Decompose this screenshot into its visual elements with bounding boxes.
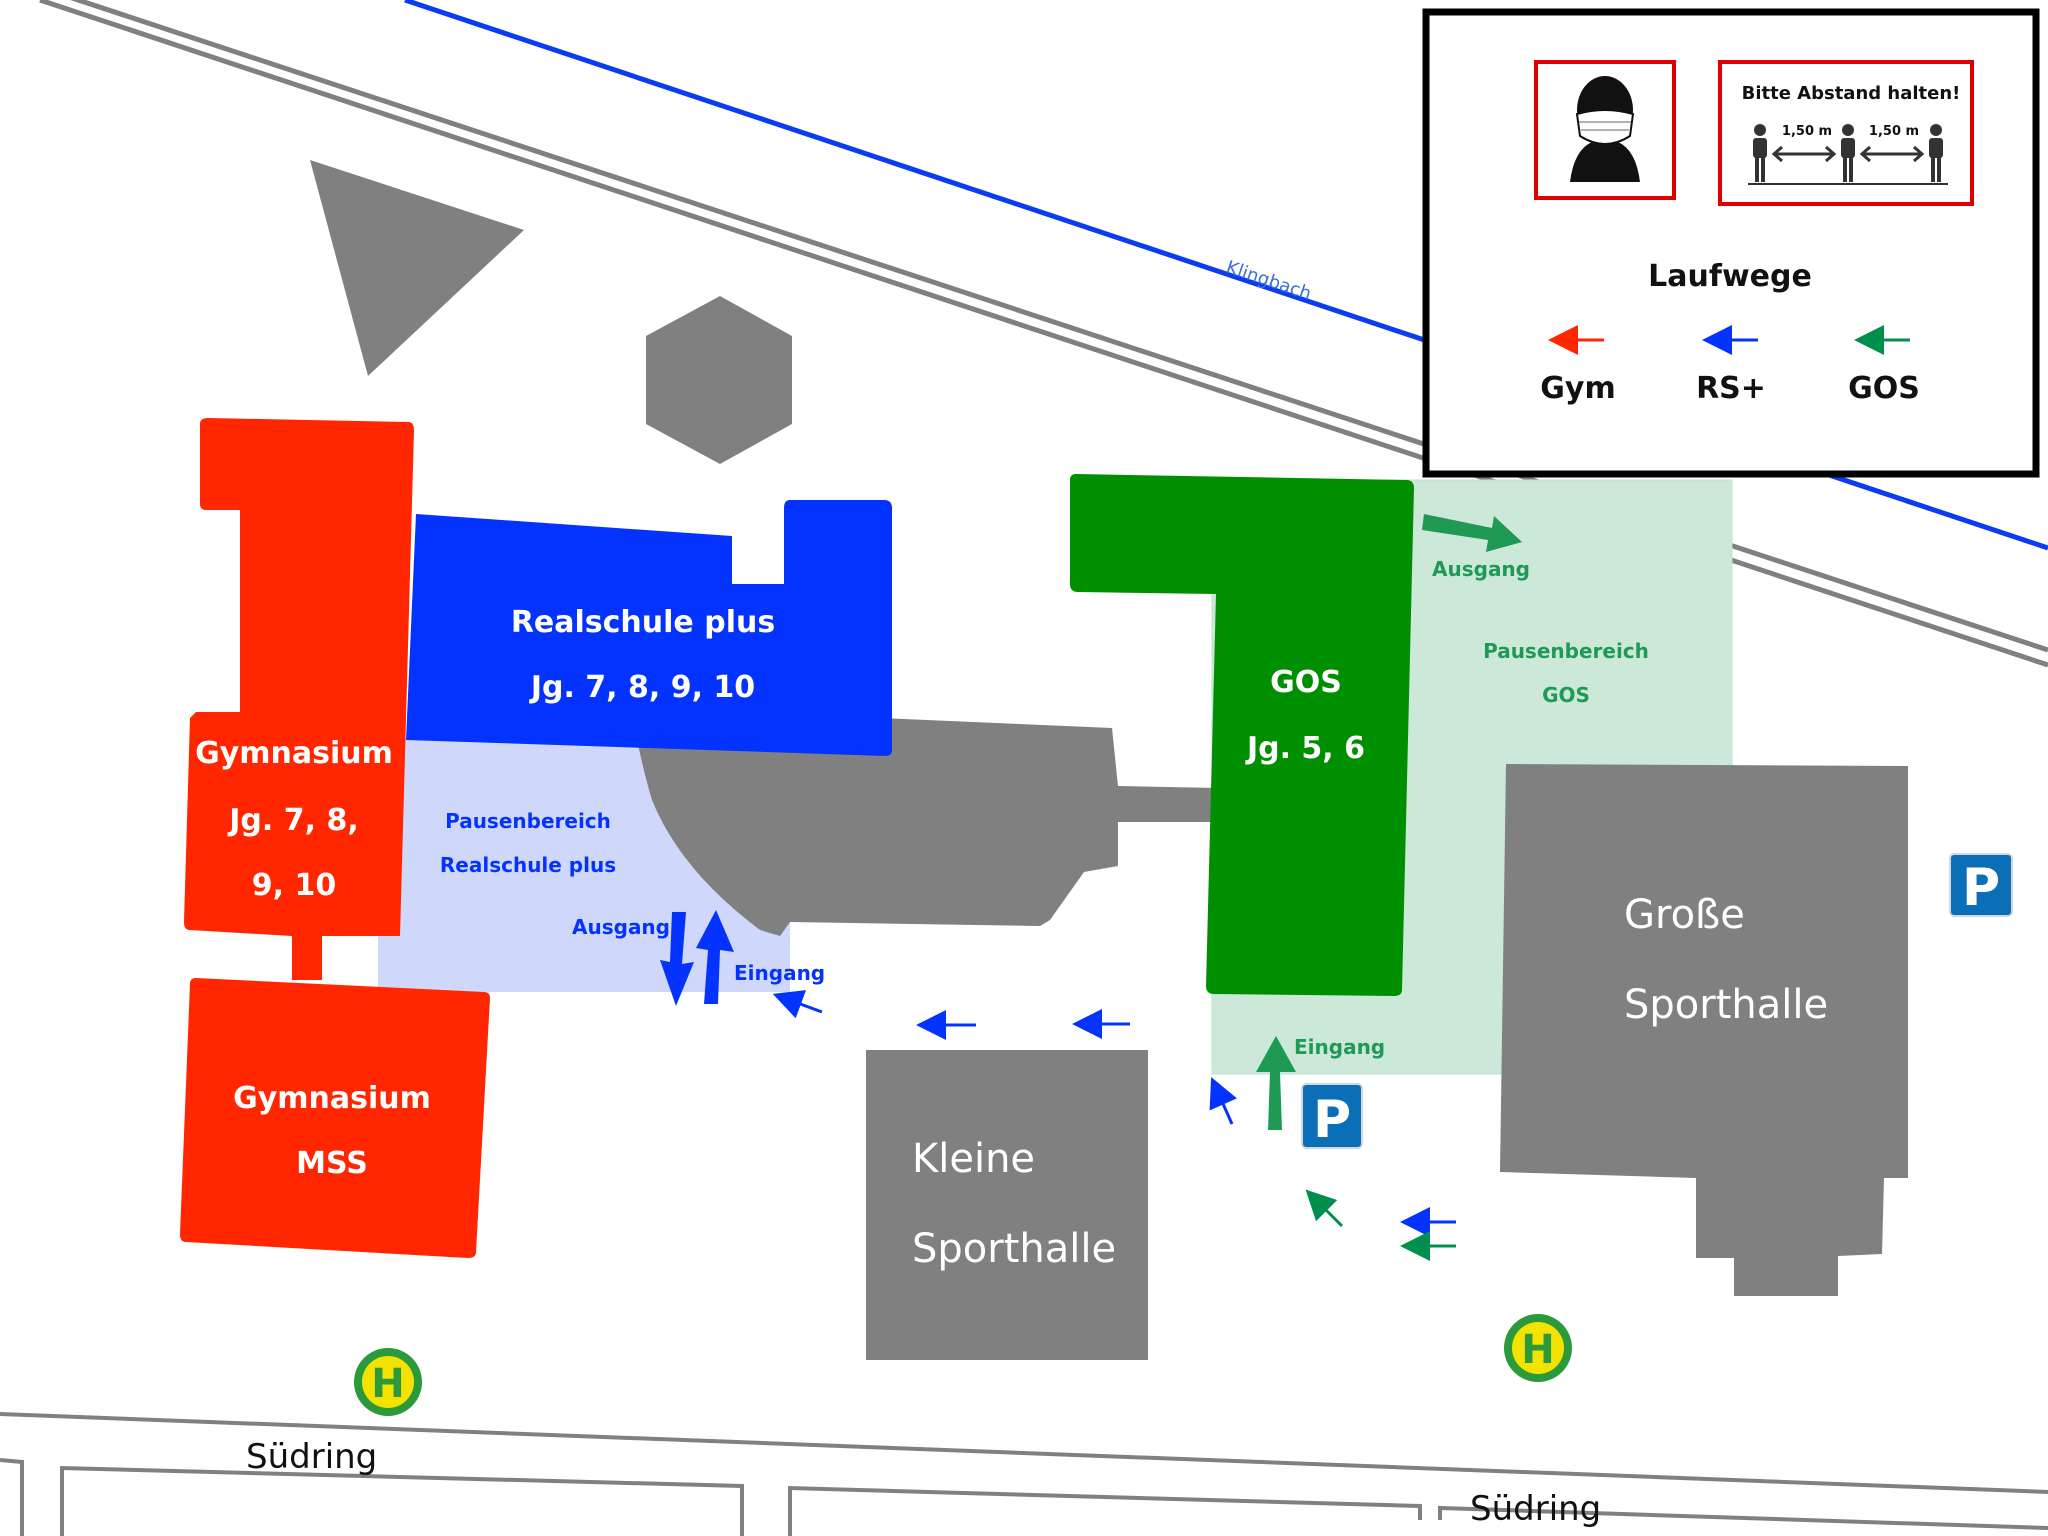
gymnasium-mss-label-2: MSS — [296, 1146, 368, 1181]
hexagon-structure — [646, 296, 792, 464]
rs-eingang-label: Eingang — [734, 961, 825, 985]
street-name-suedring-east: Südring — [1470, 1489, 1601, 1529]
parking-sign-gos: P — [1301, 1083, 1363, 1150]
building-grosse-sporthalle — [1500, 764, 1908, 1296]
street-name-suedring-west: Südring — [246, 1437, 377, 1477]
gos-eingang-label: Eingang — [1294, 1035, 1385, 1059]
distance-sign-title: Bitte Abstand halten! — [1742, 83, 1961, 104]
rs-exit-arrow — [660, 912, 694, 1006]
gymnasium-label-3: 9, 10 — [252, 868, 336, 903]
legend-box: Bitte Abstand halten! 1,50 m 1,50 m Lauf… — [1422, 8, 2040, 478]
rs-path-arrow-1 — [772, 990, 823, 1019]
svg-text:P: P — [1313, 1090, 1351, 1150]
person-icons — [1753, 124, 1943, 182]
klingbach-label: Klingbach — [1223, 257, 1314, 305]
grosse-sporthalle-label-1: Große — [1624, 892, 1745, 938]
realschule-label-2: Jg. 7, 8, 9, 10 — [529, 670, 755, 705]
gos-label-2: Jg. 5, 6 — [1245, 731, 1365, 766]
gos-path-arrow-2 — [1305, 1189, 1344, 1228]
pausen-rs-label-2: Realschule plus — [440, 853, 616, 877]
building-kleine-sporthalle — [866, 1050, 1148, 1360]
bus-stop-sign-west: H — [354, 1348, 422, 1416]
building-gos — [1070, 474, 1414, 996]
rs-entrance-arrow — [696, 910, 734, 1004]
legend-paths-title: Laufwege — [1648, 259, 1812, 294]
distance-sign: Bitte Abstand halten! 1,50 m 1,50 m — [1718, 60, 1974, 206]
rs-path-arrow-4 — [1209, 1077, 1238, 1125]
svg-text:H: H — [371, 1361, 404, 1407]
svg-text:P: P — [1962, 858, 2000, 918]
grosse-sporthalle-label-2: Sporthalle — [1624, 982, 1828, 1028]
gymnasium-label-1: Gymnasium — [195, 736, 393, 771]
gymnasium-label-2: Jg. 7, 8, — [227, 803, 358, 838]
realschule-label-1: Realschule plus — [511, 605, 775, 640]
building-realschule-plus — [406, 500, 892, 756]
legend-label-gym: Gym — [1540, 371, 1615, 406]
street-outline — [0, 1412, 2048, 1536]
pausen-gos-label-2: GOS — [1542, 683, 1590, 707]
distance-right-label: 1,50 m — [1869, 124, 1919, 139]
bus-stop-sign-east: H — [1504, 1314, 1572, 1382]
face-mask-icon — [1570, 76, 1640, 182]
pausen-rs-label-1: Pausenbereich — [445, 809, 611, 833]
gos-ausgang-label: Ausgang — [1432, 557, 1530, 581]
building-gymnasium-mss — [180, 978, 490, 1258]
svg-text:H: H — [1521, 1327, 1554, 1373]
mask-required-sign — [1534, 60, 1676, 200]
distance-left-label: 1,50 m — [1782, 124, 1832, 139]
kleine-sporthalle-label-1: Kleine — [912, 1136, 1035, 1182]
legend-label-rs: RS+ — [1696, 371, 1766, 406]
gymnasium-mss-label-1: Gymnasium — [233, 1081, 431, 1116]
gos-label-1: GOS — [1270, 665, 1342, 700]
kleine-sporthalle-label-2: Sporthalle — [912, 1226, 1116, 1272]
building-gymnasium — [184, 418, 414, 980]
legend-label-gos: GOS — [1848, 371, 1920, 406]
triangle-structure — [310, 160, 524, 376]
central-connector-building — [632, 712, 1218, 936]
parking-sign-east: P — [1949, 853, 2013, 918]
distance-arrow-icons — [1748, 145, 1948, 185]
rs-ausgang-label: Ausgang — [572, 915, 670, 939]
gos-entrance-arrow — [1256, 1036, 1296, 1130]
gos-exit-arrow — [1422, 514, 1522, 552]
pausen-gos-label-1: Pausenbereich — [1483, 639, 1649, 663]
